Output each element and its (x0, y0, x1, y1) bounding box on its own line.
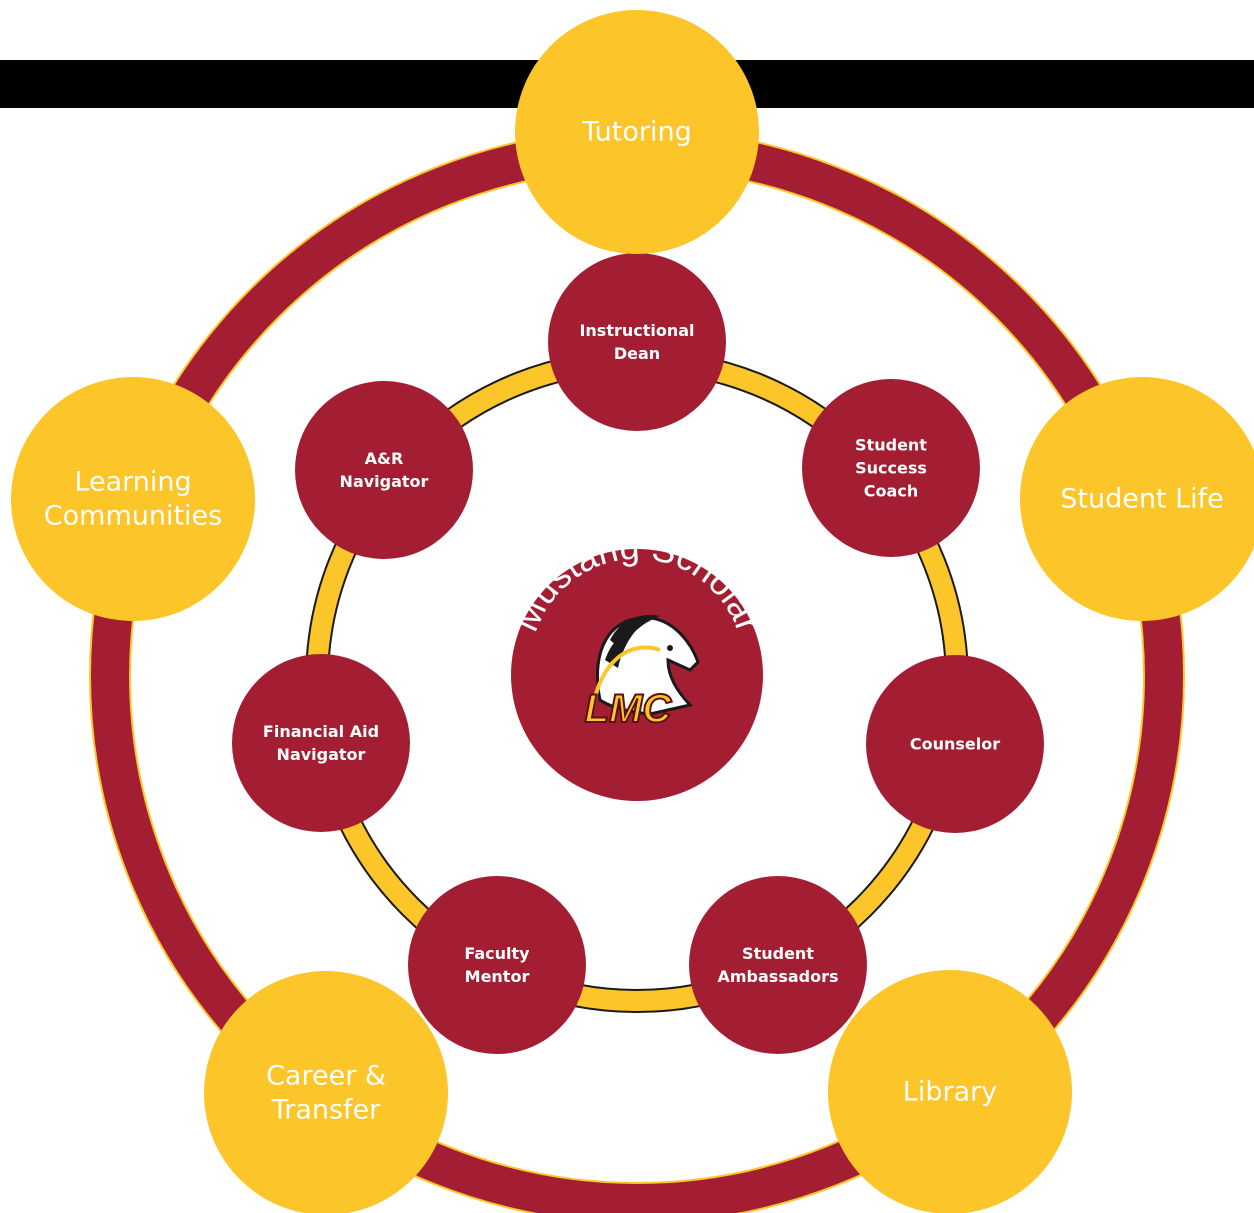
inner-node-circle (548, 253, 726, 431)
inner-node-label: Student (855, 436, 927, 455)
mustang-horse-head-icon (590, 615, 700, 716)
inner-node-circle (802, 379, 980, 557)
inner-node-label: Navigator (340, 472, 429, 491)
inner-node-circle (866, 655, 1044, 833)
outer-node-student-life: Student Life (1020, 377, 1254, 621)
inner-node-label: Ambassadors (717, 967, 838, 986)
inner-node-circle (408, 876, 586, 1054)
outer-node-circle (1020, 377, 1254, 621)
outer-node-label: Learning (74, 467, 191, 498)
inner-node-label: A&R (365, 449, 404, 468)
outer-node-label: Career & (266, 1061, 386, 1092)
outer-node-library: Library (828, 970, 1072, 1213)
outer-node-label: Communities (44, 501, 222, 532)
inner-node-circle (295, 381, 473, 559)
outer-node-career-transfer: Career &Transfer (204, 971, 448, 1213)
inner-node-label: Success (855, 459, 927, 478)
inner-node-label: Navigator (277, 745, 366, 764)
center-logo-text: LMC (585, 687, 673, 731)
inner-node-label: Mentor (465, 967, 530, 986)
inner-node-circle (232, 654, 410, 832)
inner-node-label: Counselor (910, 735, 1000, 754)
inner-node-counselor: Counselor (866, 655, 1044, 833)
inner-node-label: Dean (614, 344, 660, 363)
outer-node-circle (828, 970, 1072, 1213)
inner-node-label: Student (742, 944, 814, 963)
inner-node-label: Coach (864, 482, 918, 501)
outer-node-label: Transfer (271, 1095, 381, 1126)
inner-node-circle (689, 876, 867, 1054)
outer-node-circle (11, 377, 255, 621)
inner-node-label: Financial Aid (263, 722, 379, 741)
outer-node-tutoring: Tutoring (515, 10, 759, 254)
inner-node-ar-navigator: A&R Navigator (295, 381, 473, 559)
outer-node-label: Tutoring (581, 117, 691, 148)
center-node: Mustang Scholar LMC (505, 526, 770, 801)
inner-node-label: Instructional (579, 321, 694, 340)
outer-node-label: Student Life (1060, 484, 1224, 515)
inner-node-label: Faculty (464, 944, 530, 963)
outer-node-circle (204, 971, 448, 1213)
inner-nodes: InstructionalDeanStudentSuccessCoachCoun… (232, 253, 1044, 1054)
outer-node-circle (515, 10, 759, 254)
outer-node-label: Library (903, 1077, 997, 1108)
